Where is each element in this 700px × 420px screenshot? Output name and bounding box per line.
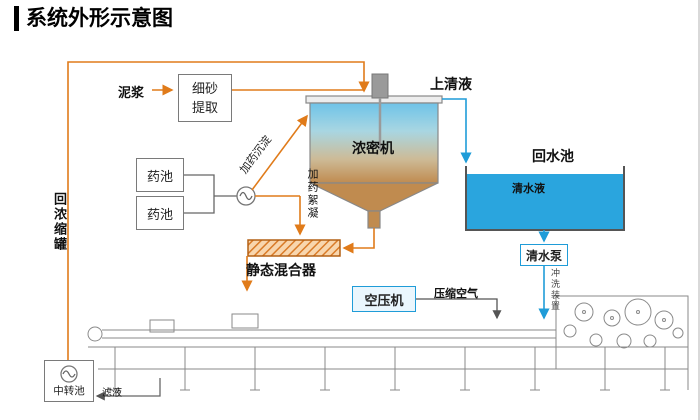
underflow-line (342, 228, 375, 254)
air-compressor-box: 空压机 (352, 286, 416, 312)
fine-sand-extraction-box: 细砂提取 (178, 74, 232, 122)
dosing-sedimentation-label: 加药沉淀 (238, 133, 275, 177)
transfer-tank-box: 中转池 (44, 360, 94, 402)
thickener-label: 浓密机 (352, 140, 394, 156)
chemical-tank-1-box: 药池 (136, 158, 184, 192)
slurry-label: 泥浆 (118, 85, 145, 100)
chemical-tank-2-label: 药池 (146, 206, 173, 222)
return-pool-label: 回水池 (532, 148, 574, 164)
compressed-air-label: 压缩空气 (434, 288, 478, 300)
transfer-tank-label: 中转池 (53, 385, 85, 397)
mixer-motor (371, 73, 389, 99)
fine-sand-extraction-label: 细砂提取 (191, 80, 218, 116)
clear-water-pump-box: 清水泵 (520, 244, 568, 266)
return-water-pool (465, 166, 625, 231)
air-compressor-label: 空压机 (364, 292, 404, 308)
flushing-device-label: 冲洗装置 (550, 268, 560, 312)
chemical-dosing-connectors (184, 174, 256, 214)
filtrate-label: 滤液 (102, 388, 122, 399)
static-mixer-shape (247, 239, 341, 257)
return-to-thickener-label: 回浓缩罐 (52, 192, 67, 252)
supernatant-label: 上清液 (430, 76, 472, 92)
chemical-tank-2-box: 药池 (136, 196, 184, 230)
clear-water-label: 清水液 (512, 183, 545, 195)
chemical-tank-1-label: 药池 (146, 168, 173, 184)
compressed-air-line (416, 298, 502, 320)
supernatant-line (442, 98, 472, 164)
page-title: 系统外形示意图 (14, 6, 173, 32)
dosing-pump-icon (236, 186, 256, 206)
clear-water-pump-label: 清水泵 (525, 248, 562, 263)
static-mixer-label: 静态混合器 (246, 262, 316, 278)
dosing-flocculation-label: 加药絮凝 (306, 168, 318, 220)
